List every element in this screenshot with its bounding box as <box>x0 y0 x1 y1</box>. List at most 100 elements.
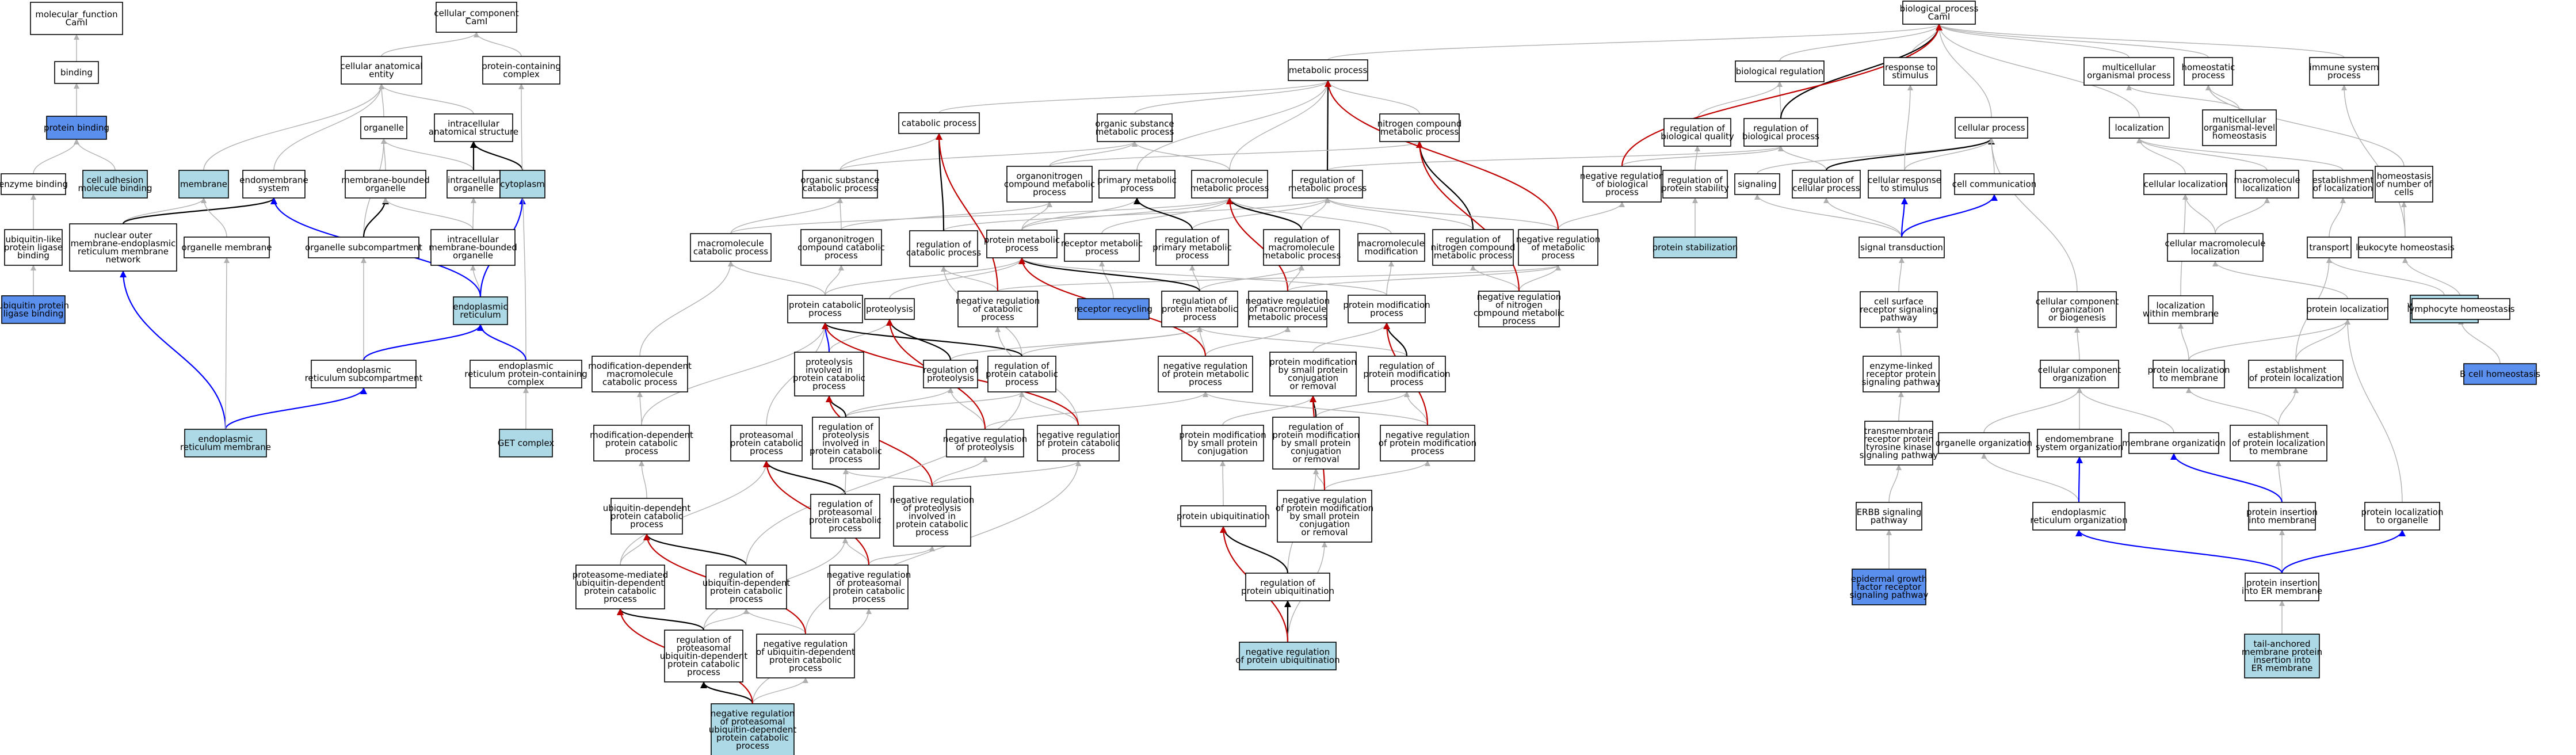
term-node-regubiqdep[interactable]: regulation ofubiquitin-dependentprotein … <box>703 565 791 609</box>
term-node-leukohomeo[interactable]: leukocyte homeostasis <box>2356 237 2455 258</box>
term-node-binding[interactable]: binding <box>54 61 99 84</box>
term-node-cellcomm[interactable]: cell communication <box>1952 173 2037 195</box>
term-node-transport[interactable]: transport <box>2307 237 2352 258</box>
term-node-organelle[interactable]: organelle <box>360 116 407 139</box>
term-node-enzbind[interactable]: enzyme binding <box>0 173 68 195</box>
term-node-bioreg[interactable]: biological regulation <box>1735 60 1825 82</box>
term-node-cellloc[interactable]: cellular localization <box>2143 173 2227 195</box>
term-node-proteasubiq[interactable]: proteasome-mediatedubiquitin-dependentpr… <box>573 565 668 609</box>
term-node-orgmem[interactable]: organelle membrane <box>182 237 272 258</box>
term-node-orgsubcomp[interactable]: organelle subcompartment <box>305 237 422 258</box>
term-node-recrecyc[interactable]: receptor recycling <box>1074 298 1152 320</box>
term-node-regproteasubiq[interactable]: regulation ofproteasomalubiquitin-depend… <box>660 630 748 682</box>
term-node-catab[interactable]: catabolic process <box>898 112 980 134</box>
term-node-protloc[interactable]: protein localization <box>2306 298 2389 320</box>
term-node-cytoplasm[interactable]: cytoplasm <box>499 170 545 199</box>
term-node-moddepcat[interactable]: modification-dependentmacromoleculecatab… <box>588 356 692 392</box>
term-node-proteolysis[interactable]: proteolysis <box>864 298 915 320</box>
term-node-membrane[interactable]: membrane <box>178 170 229 199</box>
term-node-metab[interactable]: metabolic process <box>1288 59 1368 81</box>
term-node-memorg[interactable]: membrane organization <box>2122 432 2226 454</box>
term-node-localization[interactable]: localization <box>2109 117 2170 139</box>
term-node-lymphohomeo[interactable]: lymphocyte homeostasis <box>2407 298 2515 320</box>
term-node-protstab[interactable]: protein stabilization <box>1653 237 1738 258</box>
term-node-signaling[interactable]: signaling <box>1734 173 1780 195</box>
